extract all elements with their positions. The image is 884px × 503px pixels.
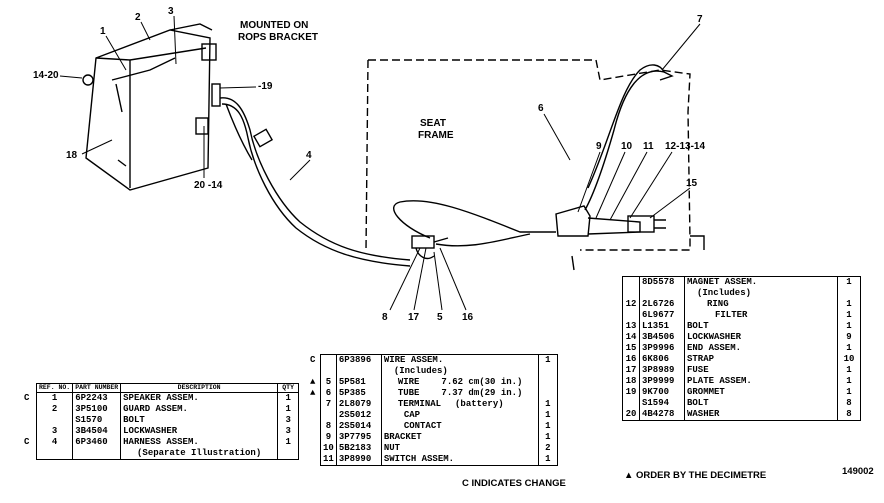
note-seat: SEAT — [420, 118, 446, 129]
callout-2: 2 — [135, 12, 141, 23]
note-order-by-decimetre: ▲ ORDER BY THE DECIMETRE — [624, 470, 767, 481]
callout-10: 10 — [621, 141, 633, 152]
table-row: (Includes) — [308, 366, 558, 377]
callout-20-14: 20 -14 — [194, 180, 223, 191]
header-description: DESCRIPTION — [120, 383, 279, 393]
note-rops-bracket: ROPS BRACKET — [238, 32, 319, 43]
note-mounted: MOUNTED ON — [240, 20, 309, 31]
harness-clip — [252, 128, 274, 148]
callout-7: 7 — [697, 14, 703, 25]
note-c-indicates-change: C INDICATES CHANGE — [462, 478, 566, 489]
callout-5: 5 — [437, 312, 443, 323]
harness-4 — [219, 97, 411, 261]
callout-3: 3 — [168, 6, 174, 17]
note-frame: FRAME — [418, 130, 454, 141]
callout-1: 1 — [100, 26, 106, 37]
callout-6: 6 — [538, 103, 544, 114]
seat-frame-outline — [368, 59, 691, 251]
callout-4: 4 — [306, 150, 312, 161]
header-ref: REF. NO. — [35, 383, 74, 393]
grommet — [211, 83, 221, 107]
callout-8: 8 — [382, 312, 388, 323]
callout-14-20: 14-20 — [33, 70, 59, 81]
header-qty: QTY — [277, 383, 300, 393]
table-row: (Separate Illustration) — [22, 448, 300, 460]
illustration-number: 149002 — [842, 466, 874, 477]
callout-9: 9 — [596, 141, 602, 152]
callout-15: 15 — [686, 178, 698, 189]
wire-5 — [393, 200, 556, 239]
callout-12-13-14: 12-13-14 — [665, 141, 706, 152]
callout-17: 17 — [408, 312, 420, 323]
callout-16: 16 — [462, 312, 474, 323]
header-part: PART NUMBER — [72, 383, 122, 393]
callout-19: -19 — [258, 81, 273, 92]
callout-18: 18 — [66, 150, 78, 161]
speaker-bracket-bottom — [195, 117, 209, 135]
table-row: (Includes) — [622, 288, 861, 299]
speaker-bracket-top — [201, 43, 217, 61]
end-assembly — [627, 215, 655, 233]
callout-11: 11 — [643, 141, 654, 152]
